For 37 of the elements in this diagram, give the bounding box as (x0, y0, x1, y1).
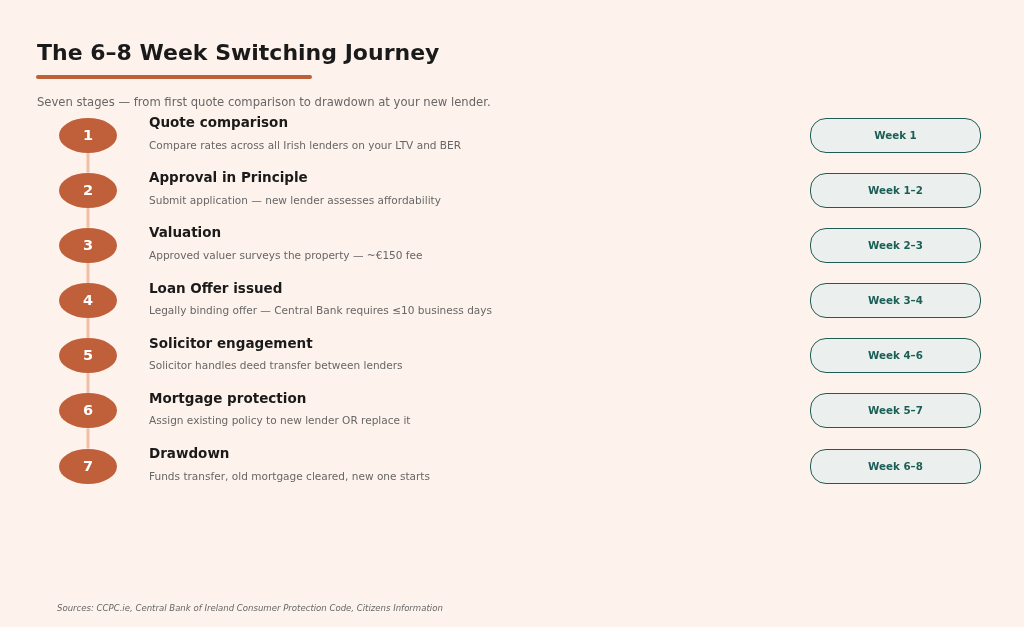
step-title: Valuation (149, 224, 222, 241)
step-number: 2 (82, 181, 94, 199)
step-number: 5 (82, 347, 94, 365)
step-number: 6 (82, 402, 94, 420)
connector-line (86, 318, 90, 339)
step-number: 7 (82, 457, 94, 475)
step-title: Quote comparison (149, 114, 288, 130)
step-title: Drawdown (149, 445, 230, 461)
connector-line (86, 262, 90, 283)
step-description: Legally binding offer — Central Bank requires ≤10 business days (149, 304, 493, 317)
step-title: Loan Offer issued (149, 279, 283, 296)
week-pill: Week 5–7 (810, 393, 981, 429)
step-description: Solicitor handles deed transfer between lenders (149, 359, 403, 373)
step-description: Approved valuer surveys the property — ~€150 fee (149, 248, 423, 262)
step-number: 3 (82, 236, 94, 254)
title: The 6–8 Week Switching Journey (37, 40, 440, 66)
connector-line (86, 207, 90, 228)
step-description: Funds transfer, old mortgage cleared, new one starts (149, 469, 430, 483)
step-title: Mortgage protection (149, 389, 307, 406)
step-title: Solicitor engagement (149, 334, 313, 351)
connector-line (86, 428, 90, 449)
step-title: Approval in Principle (149, 169, 308, 186)
week-pill: Week 3–4 (810, 283, 981, 318)
sources-note: Sources: CCPC.ie, Central Bank of Ireland Consumer Protection Code, Citizens Information (57, 602, 443, 614)
step-description: Assign existing policy to new lender OR replace it (149, 414, 411, 428)
step-description: Compare rates across all Irish lenders on your LTV and BER (149, 138, 462, 152)
week-pill: Week 4–6 (810, 338, 981, 374)
week-pill: Week 2–3 (810, 227, 981, 263)
step-description: Submit application — new lender assesses affordability (149, 193, 441, 207)
connector-line (86, 152, 90, 173)
week-pill: Week 1 (810, 117, 981, 153)
step-number: 1 (82, 126, 94, 144)
connector-line (86, 373, 90, 394)
week-pill: Week 1–2 (810, 172, 981, 208)
subtitle: Seven stages — from first quote comparison to drawdown at your new lender. (37, 95, 491, 109)
week-pill: Week 6–8 (810, 448, 981, 484)
step-number: 4 (82, 292, 94, 309)
